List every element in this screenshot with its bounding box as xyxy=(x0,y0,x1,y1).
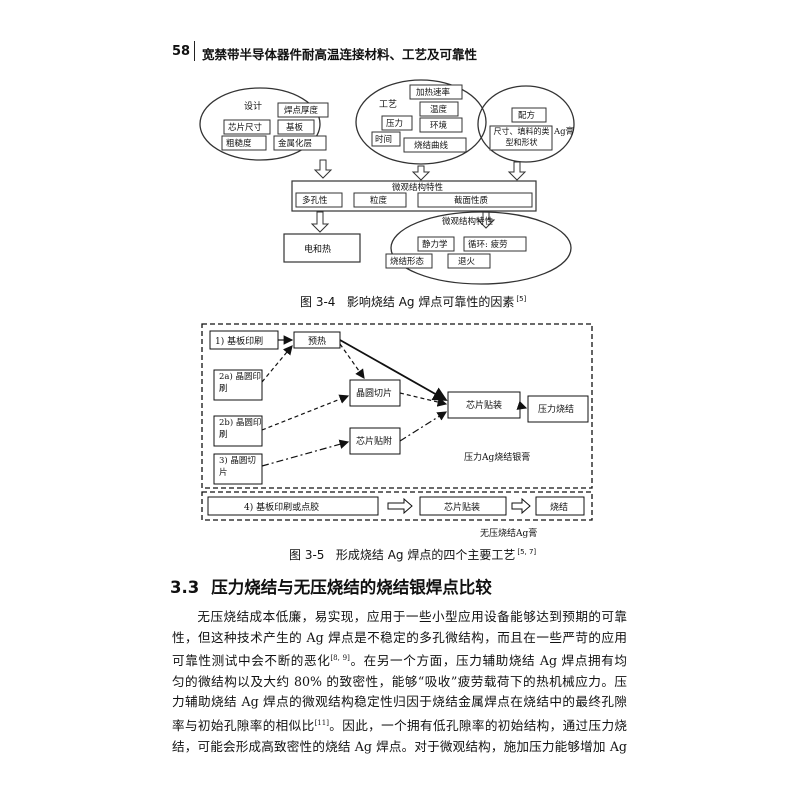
box-step1: 1) 基板印刷 xyxy=(215,335,263,347)
formula-item-size-filler: 尺寸、填料的类型和形状 xyxy=(493,127,550,147)
design-item-thickness: 焊点厚度 xyxy=(284,105,319,116)
electric-thermal-label: 电和热 xyxy=(304,243,331,255)
micro-item-porosity: 多孔性 xyxy=(302,195,328,206)
micro2-ellipse xyxy=(390,211,572,285)
formula-group-ellipse xyxy=(477,85,575,163)
figure-3-4-diagram: 设计 焊点厚度 芯片尺寸 基板 粗糙度 金属化层 工艺 加热速率 温度 压力 环… xyxy=(199,79,575,285)
design-item-roughness: 粗糙度 xyxy=(226,138,252,149)
body-line-5: 力辅助烧结 Ag 焊点的微观结构稳定性归因于烧结金属焊点在烧结中的最终孔隙 xyxy=(172,694,627,710)
body-line-4: 匀的微结构以及大约 80% 的致密性，能够“吸收”疲劳载荷下的热机械应力。压 xyxy=(172,673,627,689)
micro2-item-cycle: 循环: 疲劳 xyxy=(468,239,508,250)
box-sinter: 烧结 xyxy=(550,501,568,513)
process-group-title: 工艺 xyxy=(379,99,397,110)
figure-3-4-caption-text: 影响烧结 Ag 焊点可靠性的因素 xyxy=(346,295,515,309)
process-item-environment: 环境 xyxy=(430,120,448,131)
design-item-substrate: 基板 xyxy=(286,122,304,133)
pressure-process-frame xyxy=(201,323,593,489)
figure-3-4-ref: [5] xyxy=(516,295,527,303)
page-number: 58 xyxy=(172,44,191,59)
figure-3-5-ref: [5, 7] xyxy=(517,548,537,556)
body-text-3a: 可靠性测试中会不断的恶化 xyxy=(172,653,331,669)
figure-3-5-diagram: 1) 基板印刷 预热 2a) 晶圆印刷 晶圆切片 2b) 晶圆印刷 芯片贴附 3… xyxy=(201,323,593,539)
body-text-3b: 。在另一个方面，压力辅助烧结 Ag 焊点拥有均 xyxy=(349,653,627,669)
section-heading: 3.3 压力烧结与无压烧结的烧结银焊点比较 xyxy=(170,574,630,598)
box-die-mount: 芯片贴装 xyxy=(466,399,502,411)
process-item-sinter-curve: 烧结曲线 xyxy=(414,140,449,151)
box-wafer-dice: 晶圆切片 xyxy=(356,387,392,399)
electric-thermal-box xyxy=(283,233,361,263)
process-item-time: 时间 xyxy=(375,134,392,145)
box-pressure-sinter: 压力烧结 xyxy=(538,403,574,415)
figure-3-4-caption: 图 3-4 影响烧结 Ag 焊点可靠性的因素[5] xyxy=(300,293,526,310)
process-item-temperature: 温度 xyxy=(430,104,448,115)
body-line-2: 性，但这种技术产生的 Ag 焊点是不稳定的多孔微结构，而且在一些严苛的应用 xyxy=(172,629,627,645)
process-item-heating-rate: 加热速率 xyxy=(416,87,451,98)
formula-item-recipe: 配方 xyxy=(518,110,535,121)
box-die-attach-mid: 芯片贴附 xyxy=(356,435,392,447)
box-step4: 4) 基板印刷或点胶 xyxy=(244,501,319,513)
section-title: 压力烧结与无压烧结的烧结银焊点比较 xyxy=(211,578,492,597)
figure-3-5-caption: 图 3-5 形成烧结 Ag 焊点的四个主要工艺[5, 7] xyxy=(289,546,536,563)
box-preheat: 预热 xyxy=(308,335,326,347)
box-die-mount-2: 芯片贴装 xyxy=(444,501,480,513)
box-step2b: 2b) 晶圆印刷 xyxy=(219,418,262,440)
body-line-6: 率与初始孔隙率的相似比[11]。因此，一个拥有低孔隙率的初始结构，通过压力烧 xyxy=(172,713,627,737)
body-paragraph: 无压烧结成本低廉，易实现，应用于一些小型应用设备能够达到预期的可靠 性，但这种技… xyxy=(172,607,627,757)
design-group-ellipse xyxy=(199,87,321,161)
body-text-1: 无压烧结成本低廉，易实现，应用于一些小型应用设备能够达到预期的可靠 xyxy=(197,609,627,624)
body-text-6a: 率与初始孔隙率的相似比 xyxy=(172,717,315,733)
box-step2a: 2a) 晶圆印刷 xyxy=(219,372,261,394)
figure-3-5-label: 图 3-5 xyxy=(289,548,325,562)
micro2-item-static: 静力学 xyxy=(422,239,448,250)
micro2-item-morphology: 烧结形态 xyxy=(390,256,425,267)
design-item-chip-size: 芯片尺寸 xyxy=(228,122,263,133)
figure-3-5-caption-text: 形成烧结 Ag 焊点的四个主要工艺 xyxy=(335,548,516,562)
micro2-item-anneal: 退火 xyxy=(458,256,476,267)
process-group-ellipse xyxy=(355,79,487,165)
body-line-1: 无压烧结成本低廉，易实现，应用于一些小型应用设备能够达到预期的可靠 xyxy=(172,607,627,628)
design-item-metallization: 金属化层 xyxy=(278,138,312,149)
figure-3-4-label: 图 3-4 xyxy=(300,295,336,309)
body-text-6b: 。因此，一个拥有低孔隙率的初始结构，通过压力烧 xyxy=(328,717,627,733)
micro-item-grain: 粒度 xyxy=(370,195,388,206)
body-line-7: 结，可能会形成高致密性的烧结 Ag 焊点。对于微观结构，施加压力能够增加 Ag xyxy=(172,738,627,754)
pressure-paste-label: 压力Ag烧结银膏 xyxy=(464,451,530,463)
book-title: 宽禁带半导体器件耐高温连接材料、工艺及可靠性 xyxy=(202,47,478,62)
micro2-title: 微观结构特性 xyxy=(442,216,494,227)
header-divider xyxy=(194,41,195,61)
box-step3: 3) 晶圆切片 xyxy=(219,456,256,478)
formula-item-ag-paste: Ag膏 xyxy=(553,126,574,137)
running-header: 58 宽禁带半导体器件耐高温连接材料、工艺及可靠性 xyxy=(172,38,632,64)
body-ref-8-9: [8, 9] xyxy=(330,654,350,663)
micro-item-section: 截面性质 xyxy=(454,195,489,206)
design-group-title: 设计 xyxy=(244,100,262,112)
process-item-pressure: 压力 xyxy=(386,118,403,129)
body-ref-11: [11] xyxy=(314,718,329,727)
pressureless-process-frame xyxy=(201,491,593,521)
microstructure-title: 微观结构特性 xyxy=(392,182,444,193)
pressureless-paste-label: 无压烧结Ag膏 xyxy=(480,527,537,539)
section-number: 3.3 xyxy=(170,578,200,597)
body-line-3: 可靠性测试中会不断的恶化[8, 9]。在另一个方面，压力辅助烧结 Ag 焊点拥有… xyxy=(172,648,627,672)
